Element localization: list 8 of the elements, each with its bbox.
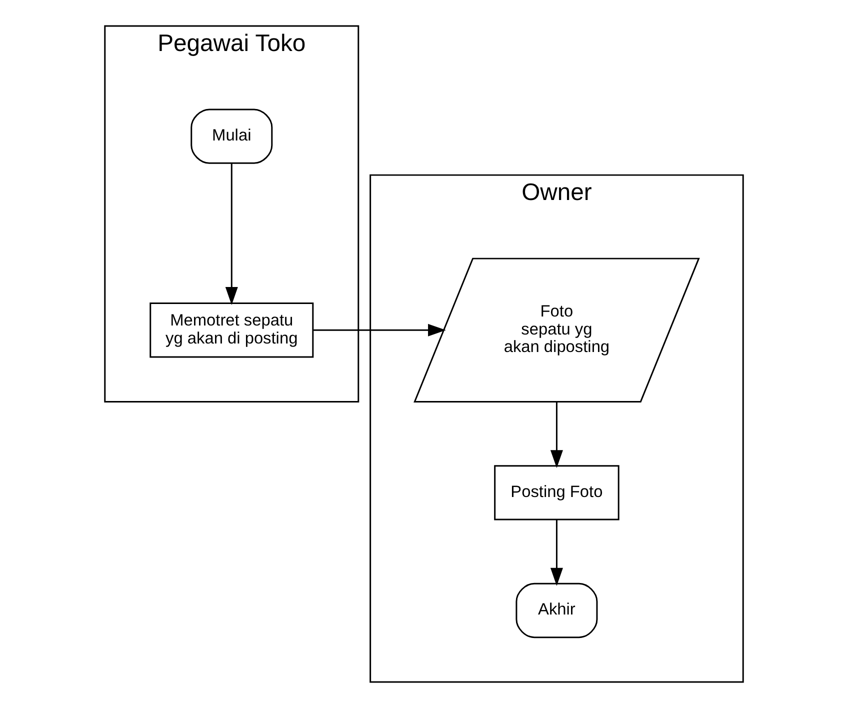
arrow [550,520,562,586]
node-box: Mulai [190,108,272,164]
node-box: Akhir [515,582,598,638]
arrow [550,402,562,468]
node-box: Memotret sepatu yg akan di posting [149,302,314,358]
arrow [313,324,446,336]
node-box: Posting Foto [494,465,619,520]
arrow [224,164,238,305]
